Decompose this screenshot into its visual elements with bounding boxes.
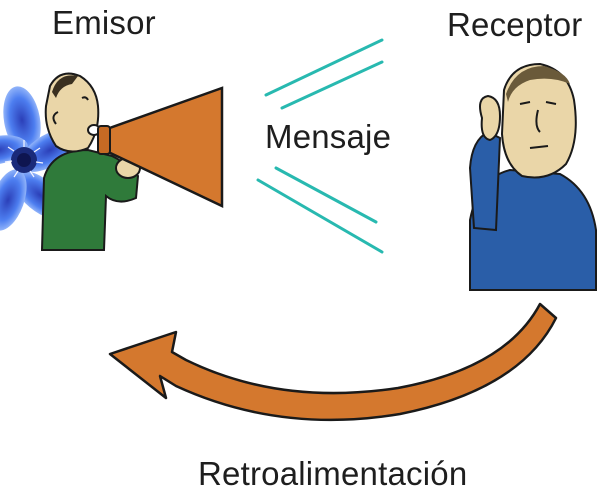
feedback-label: Retroalimentación <box>198 455 468 492</box>
sender-label: Emisor <box>52 4 156 41</box>
receiver-person-icon <box>468 62 597 291</box>
signal-lines <box>256 38 384 254</box>
message-label: Mensaje <box>265 118 392 155</box>
feedback-arrow-icon <box>108 302 558 422</box>
megaphone-icon <box>97 86 224 208</box>
receiver-label: Receptor <box>447 6 583 43</box>
sender-person-icon <box>40 72 141 251</box>
